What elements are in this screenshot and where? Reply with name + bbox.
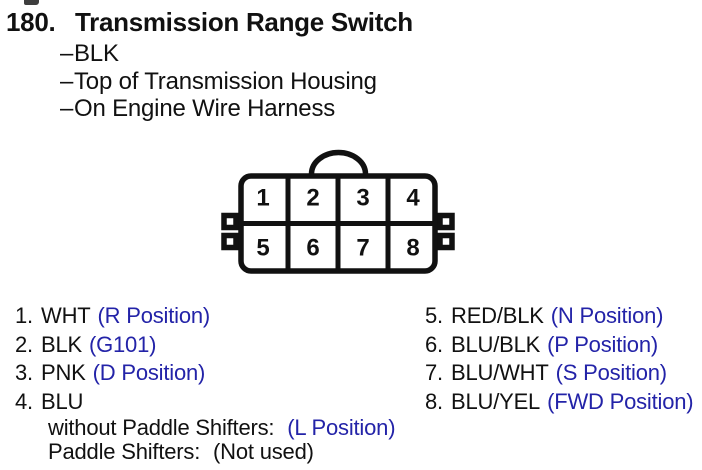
pin-position-note: (P Position) — [547, 331, 659, 357]
bullet-list: – BLK – Top of Transmission Housing – On… — [60, 40, 377, 123]
connector-tab — [437, 212, 455, 231]
pin-position-note: (S Position) — [555, 360, 668, 385]
pin-position-note: (R Position) — [97, 303, 211, 328]
pin-variant-row: Paddle Shifters: (Not used) — [48, 440, 314, 464]
pin-wire-color: BLU/WHT — [451, 360, 549, 385]
pin-number: 3. — [15, 360, 33, 385]
pin-number: 4. — [15, 388, 33, 414]
pin-list-right: 5. RED/BLK (N Position) 6. BLU/BLK (P Po… — [425, 303, 702, 423]
pin-number: 5. — [425, 303, 443, 328]
item-number: 180. — [6, 7, 56, 37]
pin-row: 8. BLU/YEL (FWD Position) — [425, 388, 694, 415]
pin-number: 7. — [425, 360, 443, 385]
pin-row: 4. BLU — [15, 389, 90, 415]
dash-marker: – — [60, 95, 74, 122]
pin-position-note: (G101) — [88, 331, 157, 357]
scan-artifact — [24, 0, 39, 5]
connector-cell-number: 7 — [356, 235, 369, 262]
pin-position-note: (Not used) — [213, 439, 314, 464]
pin-number: 8. — [425, 388, 443, 414]
pin-variant-label: without Paddle Shifters: — [48, 415, 275, 440]
bullet-item: – On Engine Wire Harness — [60, 95, 377, 123]
pin-number: 1. — [15, 303, 33, 328]
bullet-item-label: On Engine Wire Harness — [74, 95, 336, 122]
connector-cell-number: 2 — [306, 185, 319, 212]
keyway-arc — [308, 149, 369, 175]
pin-row: 1. WHT (R Position) — [15, 303, 210, 329]
pin-wire-color: BLU/BLK — [451, 331, 541, 357]
pin-position-note: (FWD Position) — [547, 388, 694, 414]
connector-cell-number: 1 — [256, 185, 269, 212]
connector-tab — [221, 232, 239, 251]
pin-position-note: (N Position) — [550, 303, 664, 328]
bullet-item-label: Top of Transmission Housing — [74, 67, 377, 95]
page-title: 180. Transmission Range Switch — [6, 7, 413, 37]
pin-wire-color: BLU/YEL — [451, 388, 541, 414]
pin-wire-color: PNK — [41, 360, 86, 385]
bullet-item-label: BLK — [74, 40, 119, 67]
item-title-text: Transmission Range Switch — [75, 7, 413, 37]
connector-cell-number: 3 — [356, 185, 369, 212]
pin-number: 6. — [425, 331, 443, 357]
pin-variant-row: without Paddle Shifters: (L Position) — [48, 415, 396, 440]
bullet-item: – Top of Transmission Housing — [60, 68, 377, 96]
connector-tab — [221, 212, 239, 231]
pin-variant-label: Paddle Shifters: — [48, 439, 201, 464]
pin-row: 7. BLU/WHT (S Position) — [425, 360, 667, 386]
pin-position-note: (L Position) — [287, 415, 396, 440]
pin-number: 2. — [15, 331, 33, 357]
connector-cell-number: 8 — [406, 235, 419, 262]
pin-position-note: (D Position) — [92, 360, 206, 385]
dash-marker: – — [60, 40, 74, 67]
pin-wire-color: BLU — [41, 388, 84, 414]
pin-row: 3. PNK (D Position) — [15, 360, 205, 386]
dash-marker: – — [60, 67, 74, 95]
connector-cell-number: 4 — [406, 185, 420, 212]
pin-wire-color: RED/BLK — [451, 303, 544, 328]
connector-cell-number: 5 — [256, 235, 269, 262]
pin-row: 2. BLK (G101) — [15, 332, 156, 358]
pin-row: 6. BLU/BLK (P Position) — [425, 332, 658, 358]
bullet-item: – BLK — [60, 40, 377, 68]
pin-wire-color: WHT — [41, 303, 91, 328]
connector-tab — [437, 232, 455, 251]
connector-cell-number: 6 — [306, 235, 319, 262]
connector-diagram: 1 2 3 4 5 6 7 8 — [221, 149, 455, 274]
pin-wire-color: BLK — [41, 331, 82, 357]
pin-list-left: 1. WHT (R Position) 2. BLK (G101) 3. PNK… — [15, 303, 415, 468]
pin-row: 5. RED/BLK (N Position) — [425, 303, 663, 329]
